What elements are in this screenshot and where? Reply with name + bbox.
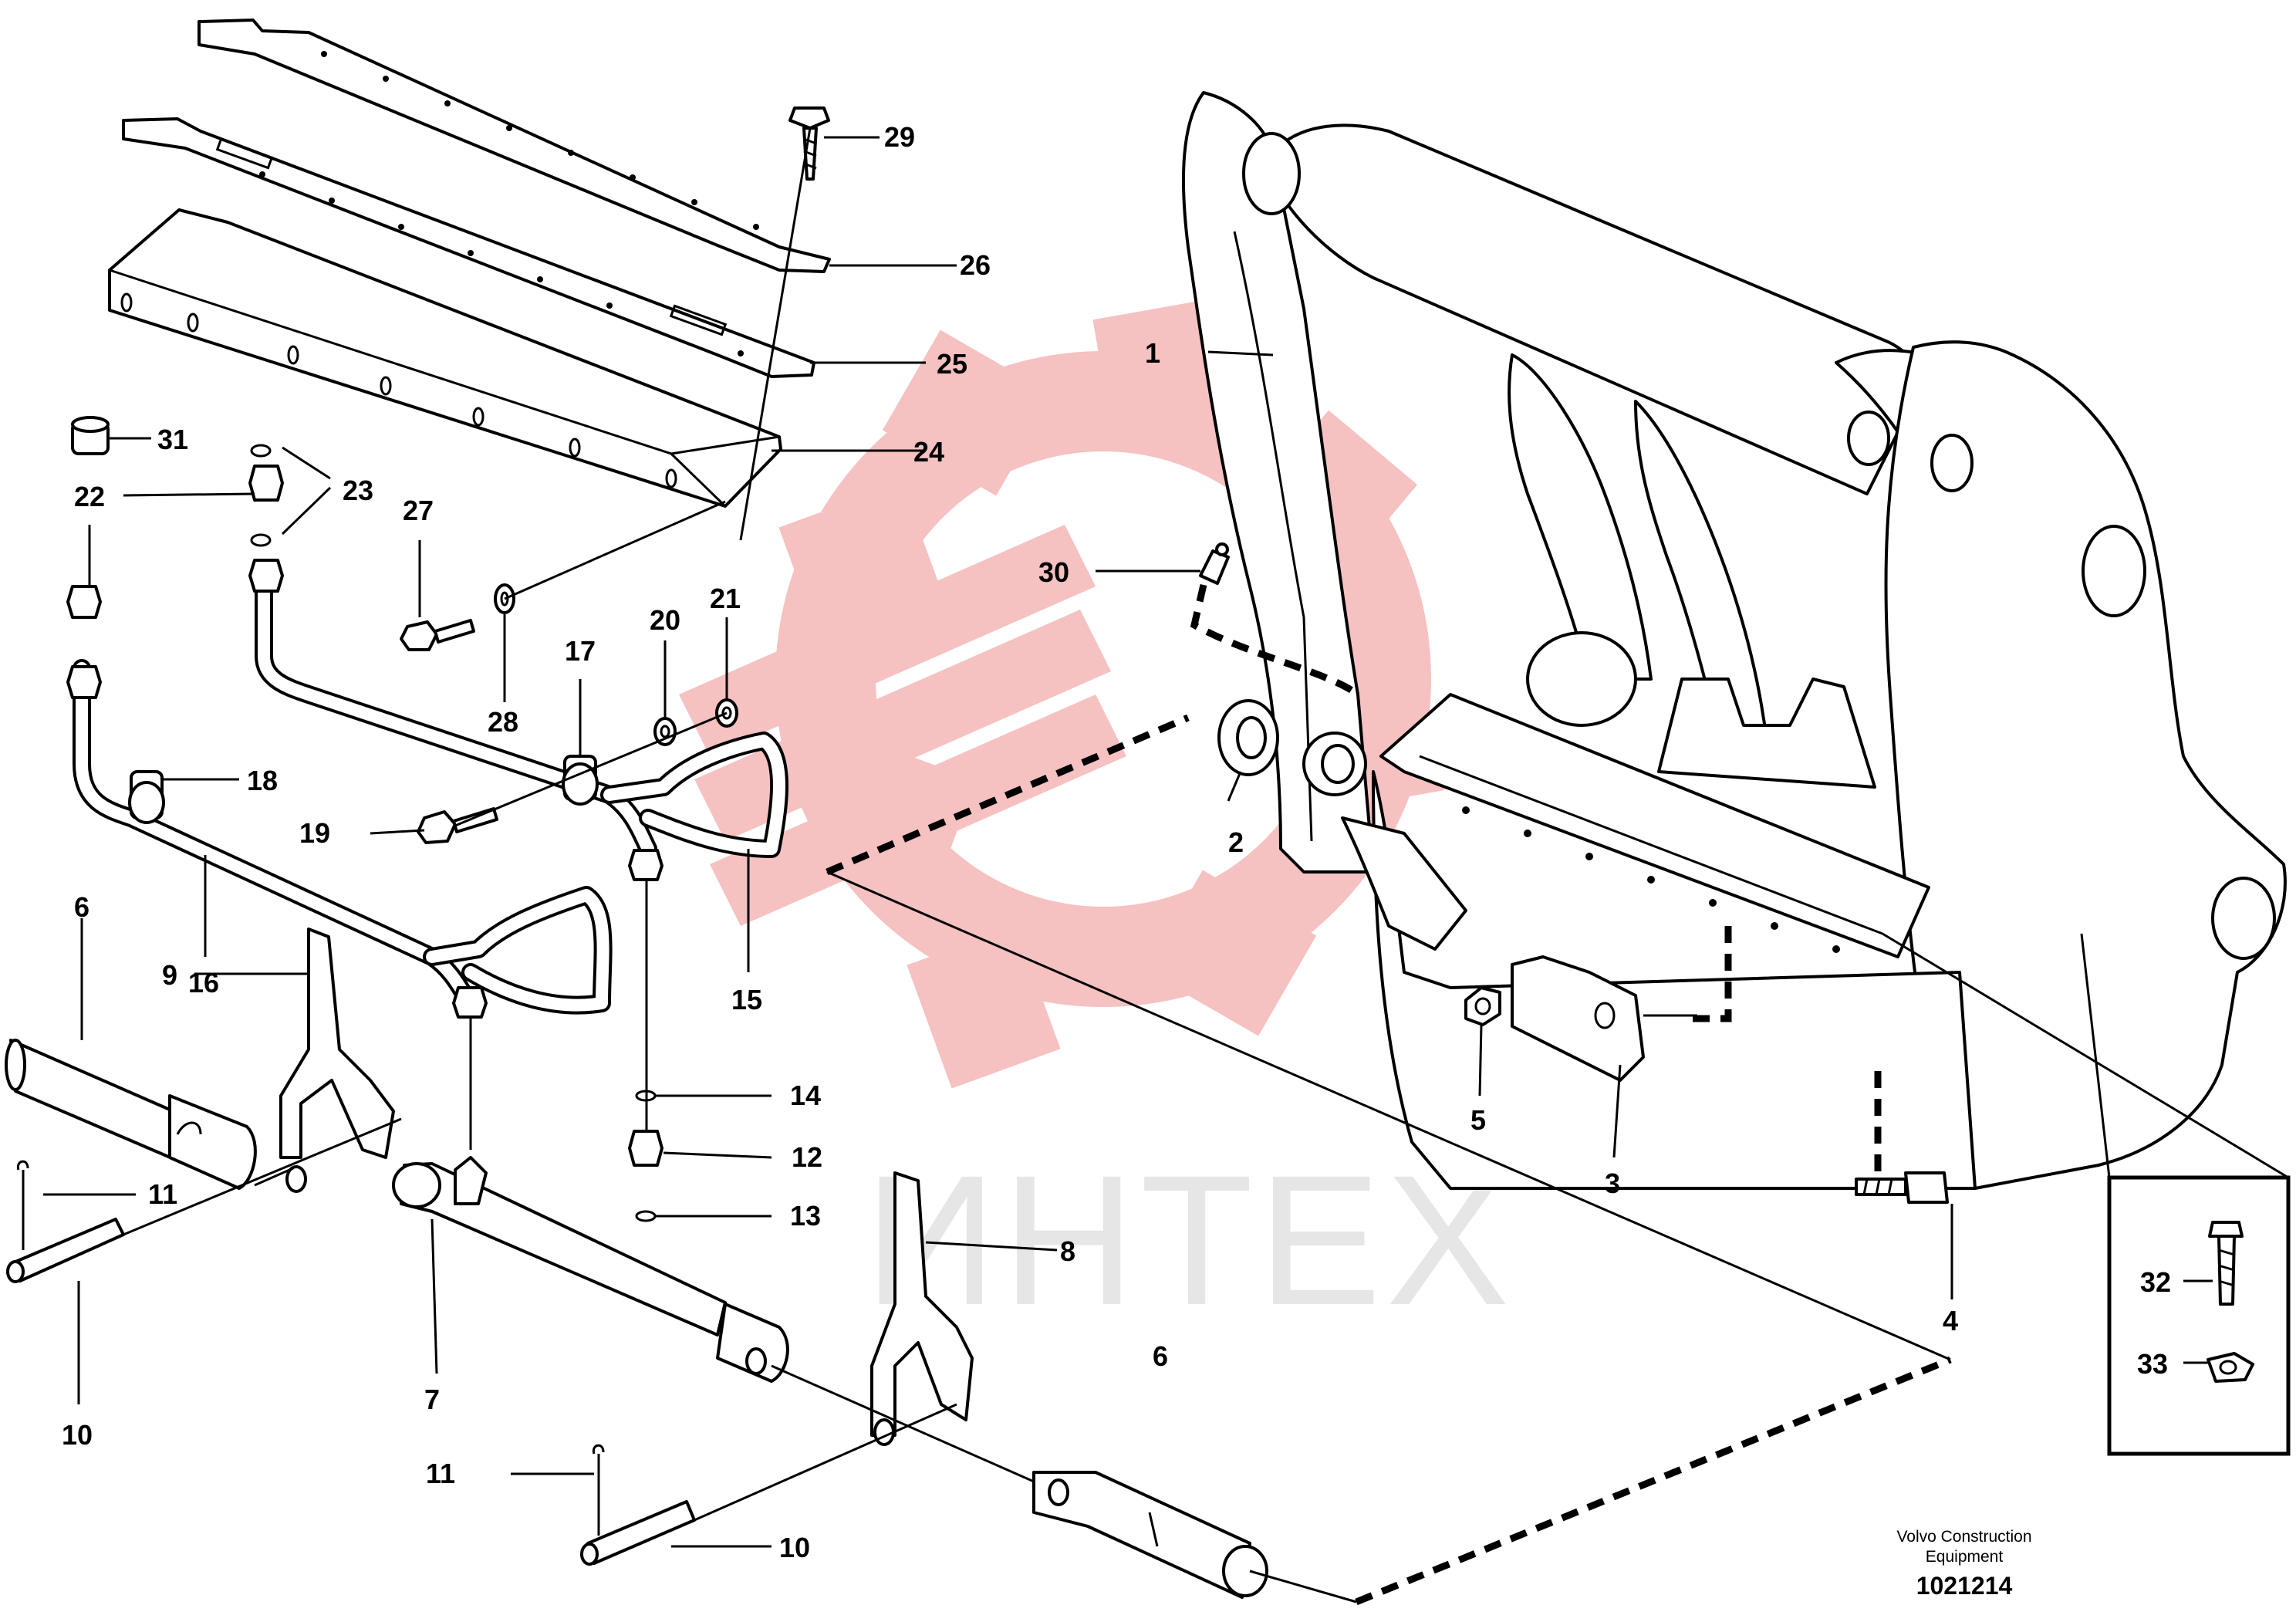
grease-nipple-30 <box>1199 542 1230 585</box>
callout-29: 29 <box>884 121 915 153</box>
assembly-lines <box>826 583 1952 1606</box>
callout-15: 15 <box>731 984 762 1015</box>
alignment-lines <box>123 127 1357 1603</box>
callout-21: 21 <box>710 583 741 614</box>
bolt-19 <box>417 807 498 844</box>
callout-14: 14 <box>790 1080 821 1111</box>
callout-19: 19 <box>299 817 330 849</box>
callout-10-right: 10 <box>779 1532 810 1563</box>
bolt-27 <box>400 619 475 651</box>
caption-company-line1: Volvo Construction <box>1896 1528 2031 1546</box>
cotter-11-left <box>16 1160 29 1250</box>
callout-25: 25 <box>937 348 967 380</box>
pin-6-left <box>5 1039 257 1190</box>
callout-24: 24 <box>913 436 944 468</box>
callout-3: 3 <box>1605 1168 1620 1199</box>
callout-12: 12 <box>792 1141 822 1173</box>
bolt-29 <box>788 106 830 181</box>
callout-23: 23 <box>343 475 373 506</box>
drawing-caption: Volvo Construction Equipment 1021214 <box>1896 1528 2031 1600</box>
seal-2 <box>1217 699 1279 776</box>
callout-6-right: 6 <box>1153 1340 1168 1372</box>
pin-boss <box>1302 732 1367 796</box>
washer-20 <box>653 717 677 746</box>
fittings <box>66 444 663 1222</box>
callout-17: 17 <box>565 635 596 667</box>
cylinder-7 <box>392 1156 789 1383</box>
nut-5 <box>1464 986 1501 1026</box>
bracket-9 <box>279 928 395 1193</box>
watermark-text: ИНТЕХ <box>864 1137 1514 1343</box>
wedge-3 <box>1511 955 1697 1082</box>
watermark-gear-logo <box>679 299 1444 1089</box>
hose-15 <box>255 577 788 858</box>
hose-16 <box>73 659 613 1015</box>
cap-31 <box>71 416 110 455</box>
drawing-number: 1021214 <box>1916 1572 2013 1600</box>
callout-7: 7 <box>424 1384 440 1415</box>
callout-leaders <box>43 136 2213 1548</box>
callout-31: 31 <box>157 424 188 455</box>
callout-1: 1 <box>1145 337 1160 369</box>
plate-24 <box>108 208 782 508</box>
callout-11-right: 11 <box>426 1458 455 1489</box>
detail-inset <box>1882 932 2291 1456</box>
callout-18: 18 <box>247 765 278 796</box>
callout-32: 32 <box>2140 1266 2171 1298</box>
quick-coupler-frame <box>1182 91 2287 1190</box>
callout-4: 4 <box>1943 1305 1958 1336</box>
callout-8: 8 <box>1060 1235 1075 1267</box>
callout-2: 2 <box>1228 826 1244 858</box>
callout-11-left: 11 <box>148 1178 177 1210</box>
callout-numbers: 1 2 3 4 5 6 6 7 8 9 10 10 11 11 12 13 14… <box>62 121 2171 1563</box>
callout-28: 28 <box>488 706 518 738</box>
callout-26: 26 <box>960 249 991 281</box>
callout-16: 16 <box>188 967 219 999</box>
callout-6-left: 6 <box>74 891 89 923</box>
callout-5: 5 <box>1470 1104 1486 1136</box>
cotter-11-right <box>592 1444 605 1536</box>
callout-10-left: 10 <box>62 1419 93 1451</box>
clamp-18 <box>128 770 165 824</box>
callout-22: 22 <box>74 481 105 512</box>
clamp-17 <box>562 755 599 806</box>
plate-25 <box>122 117 815 378</box>
callout-9: 9 <box>162 959 177 991</box>
plate-26 <box>198 19 831 273</box>
caption-company-line2: Equipment <box>1926 1548 2004 1566</box>
bolt-4 <box>1855 1171 1949 1204</box>
pin-6-right <box>1032 1471 1268 1599</box>
pin-10-left <box>6 1218 125 1283</box>
callout-13: 13 <box>790 1200 821 1232</box>
callout-30: 30 <box>1038 556 1069 588</box>
callout-33: 33 <box>2137 1348 2168 1380</box>
callout-20: 20 <box>650 604 680 636</box>
callout-27: 27 <box>403 495 434 526</box>
